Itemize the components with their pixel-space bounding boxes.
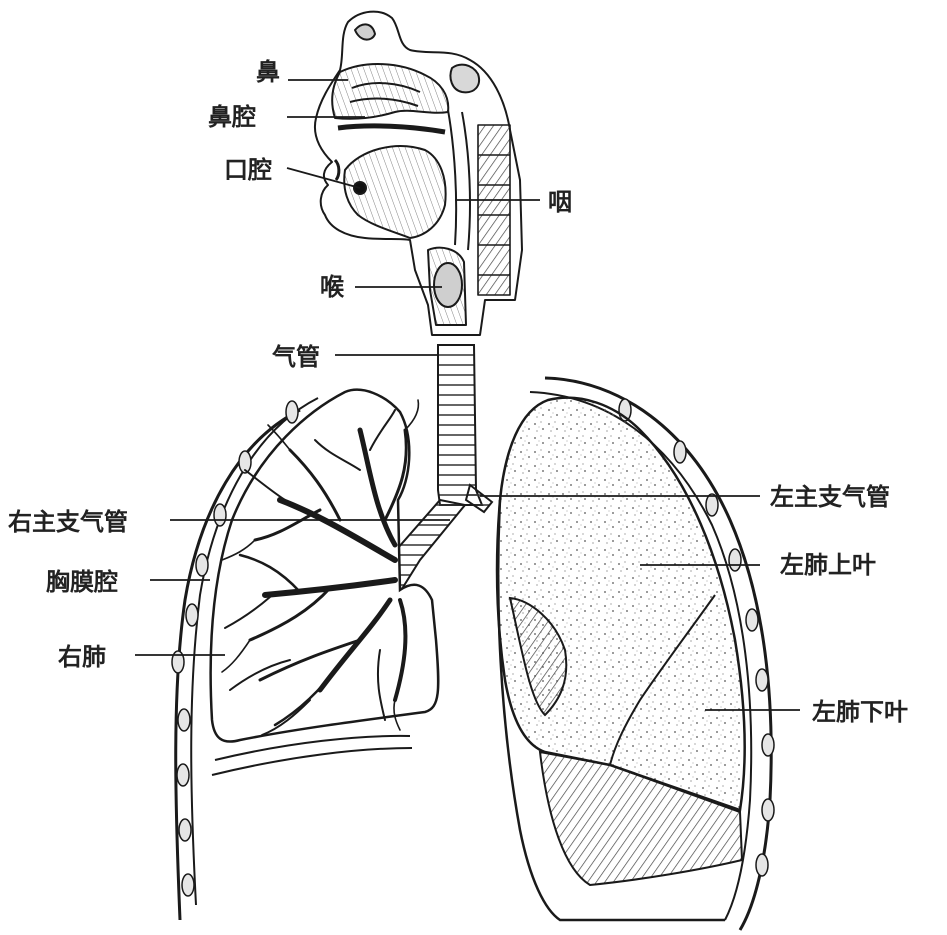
- label-right-main-bronchus: 右主支气管: [8, 508, 128, 536]
- label-right-lung: 右肺: [58, 643, 106, 671]
- label-nose: 鼻: [256, 58, 280, 86]
- label-left-upper-lobe: 左肺上叶: [780, 551, 876, 579]
- label-trachea: 气管: [271, 343, 320, 371]
- label-oral-cavity: 口腔: [224, 156, 272, 184]
- label-nasal-cavity: 鼻腔: [208, 103, 256, 131]
- label-left-main-bronchus: 左主支气管: [770, 483, 890, 511]
- left-lung-illustration: [497, 378, 774, 930]
- label-pleural-cavity: 胸膜腔: [46, 568, 118, 596]
- label-larynx: 喉: [320, 273, 345, 301]
- label-pharynx: 咽: [548, 188, 572, 216]
- label-left-lower-lobe: 左肺下叶: [812, 698, 908, 726]
